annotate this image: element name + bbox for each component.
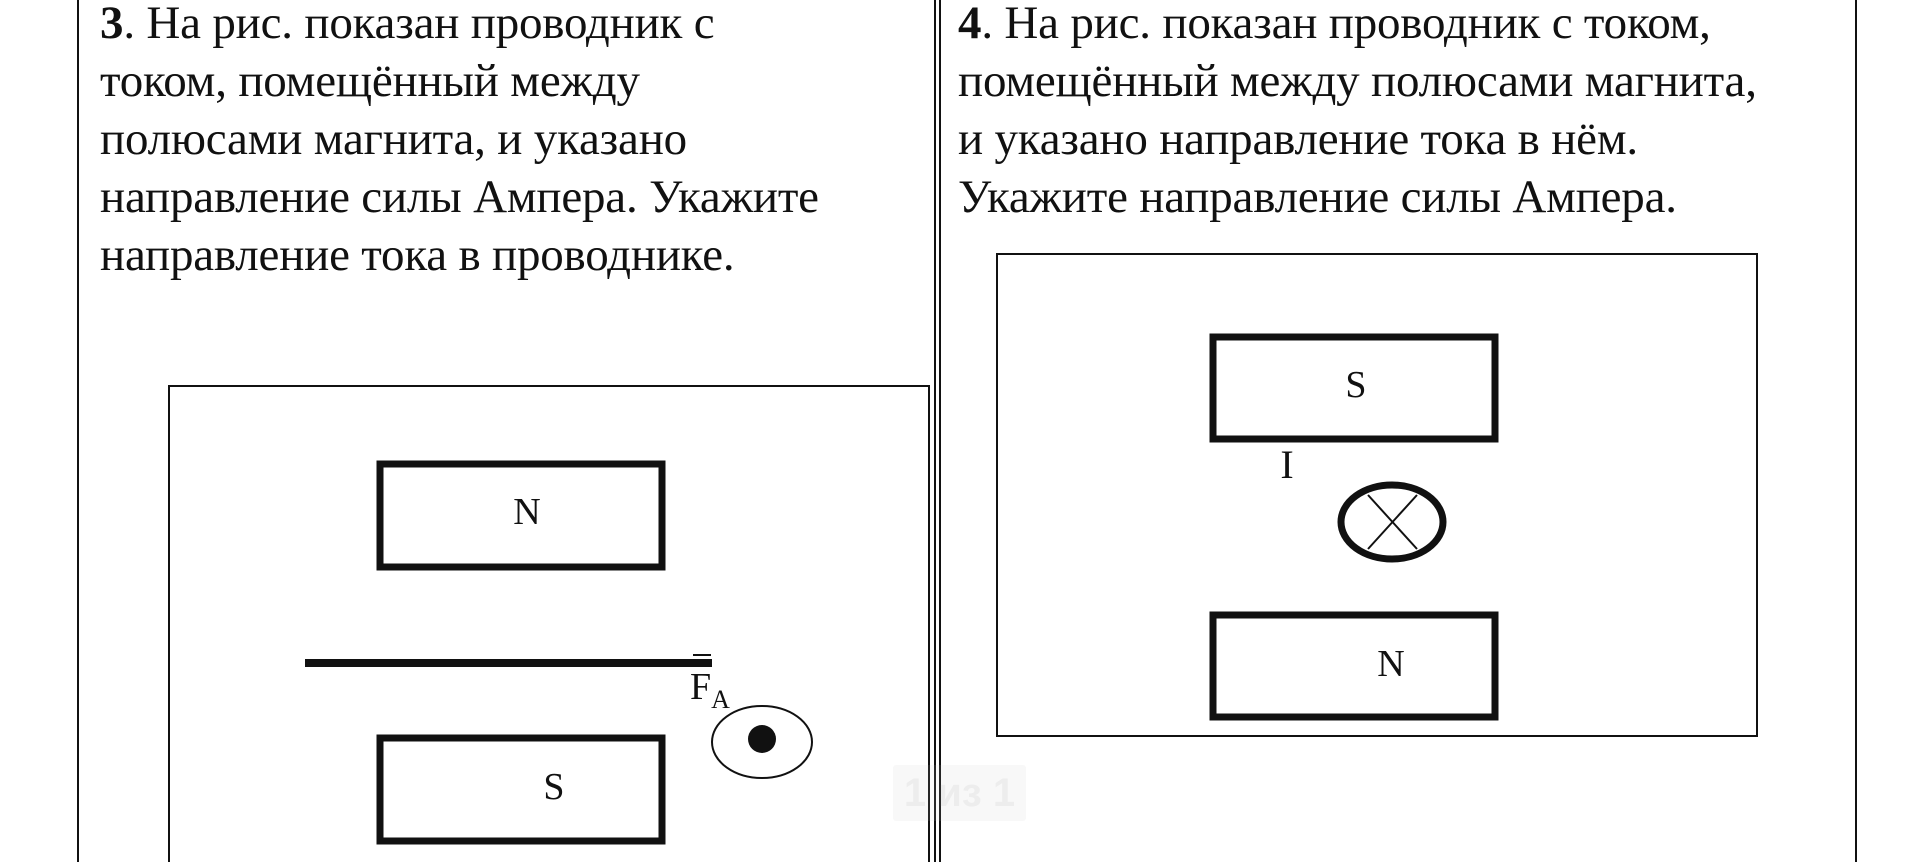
- task-3-number: 3: [100, 0, 124, 49]
- task-3-line-3: полюсами магнита, и указано: [100, 113, 687, 165]
- figure-3-force-label: FA: [690, 666, 730, 714]
- figure-4-top-magnet-label: S: [1345, 364, 1366, 406]
- task-3-line-1: . На рис. показан проводник с: [123, 0, 715, 49]
- figure-4-bottom-magnet: [1209, 611, 1499, 721]
- figure-3-bottom-magnet-label: S: [543, 766, 564, 808]
- figure-3-field-out-dot: [748, 725, 776, 753]
- figure-3-bottom-magnet: [376, 734, 666, 845]
- figure-3-force-subscript: A: [711, 685, 730, 714]
- task-3-line-5: направление тока в проводнике.: [100, 229, 735, 281]
- table-border-middle-b: [939, 0, 941, 862]
- figure-4-bottom-magnet-label: N: [1377, 643, 1404, 685]
- figure-3-field-out-circle: [711, 705, 813, 779]
- task-4-line-1: . На рис. показан проводник с током,: [981, 0, 1711, 49]
- task-3-line-2: током, помещённый между: [100, 55, 640, 107]
- task-4-line-3: и указано направление тока в нём.: [958, 113, 1638, 165]
- table-border-middle-a: [934, 0, 936, 862]
- figure-3-top-magnet: [376, 460, 666, 571]
- task-4-text: 4. На рис. показан проводник с током, по…: [958, 0, 1757, 226]
- figure-4-current-in-circle: [1337, 481, 1447, 563]
- task-4-line-4: Укажите направление силы Ампера.: [958, 171, 1677, 223]
- figure-3-force-letter: F: [690, 666, 711, 708]
- table-border-right: [1855, 0, 1857, 862]
- figure-4-cross-line-b: [1367, 494, 1418, 550]
- task-3-text: 3. На рис. показан проводник с током, по…: [100, 0, 819, 284]
- task-3-line-4: направление силы Ампера. Укажите: [100, 171, 819, 223]
- figure-4-top-magnet: [1209, 333, 1499, 443]
- figure-3-frame: [168, 385, 930, 862]
- task-4-line-2: помещённый между полюсами магнита,: [958, 55, 1757, 107]
- table-border-left: [77, 0, 79, 862]
- figure-4: S N I: [996, 253, 1758, 737]
- task-4-number: 4: [958, 0, 982, 49]
- figure-3: N S FA: [168, 385, 930, 862]
- page-indicator: 1 из 1: [893, 765, 1026, 821]
- figure-4-current-label: I: [1280, 442, 1293, 487]
- figure-3-top-magnet-label: N: [513, 491, 540, 533]
- figure-4-frame: [996, 253, 1758, 737]
